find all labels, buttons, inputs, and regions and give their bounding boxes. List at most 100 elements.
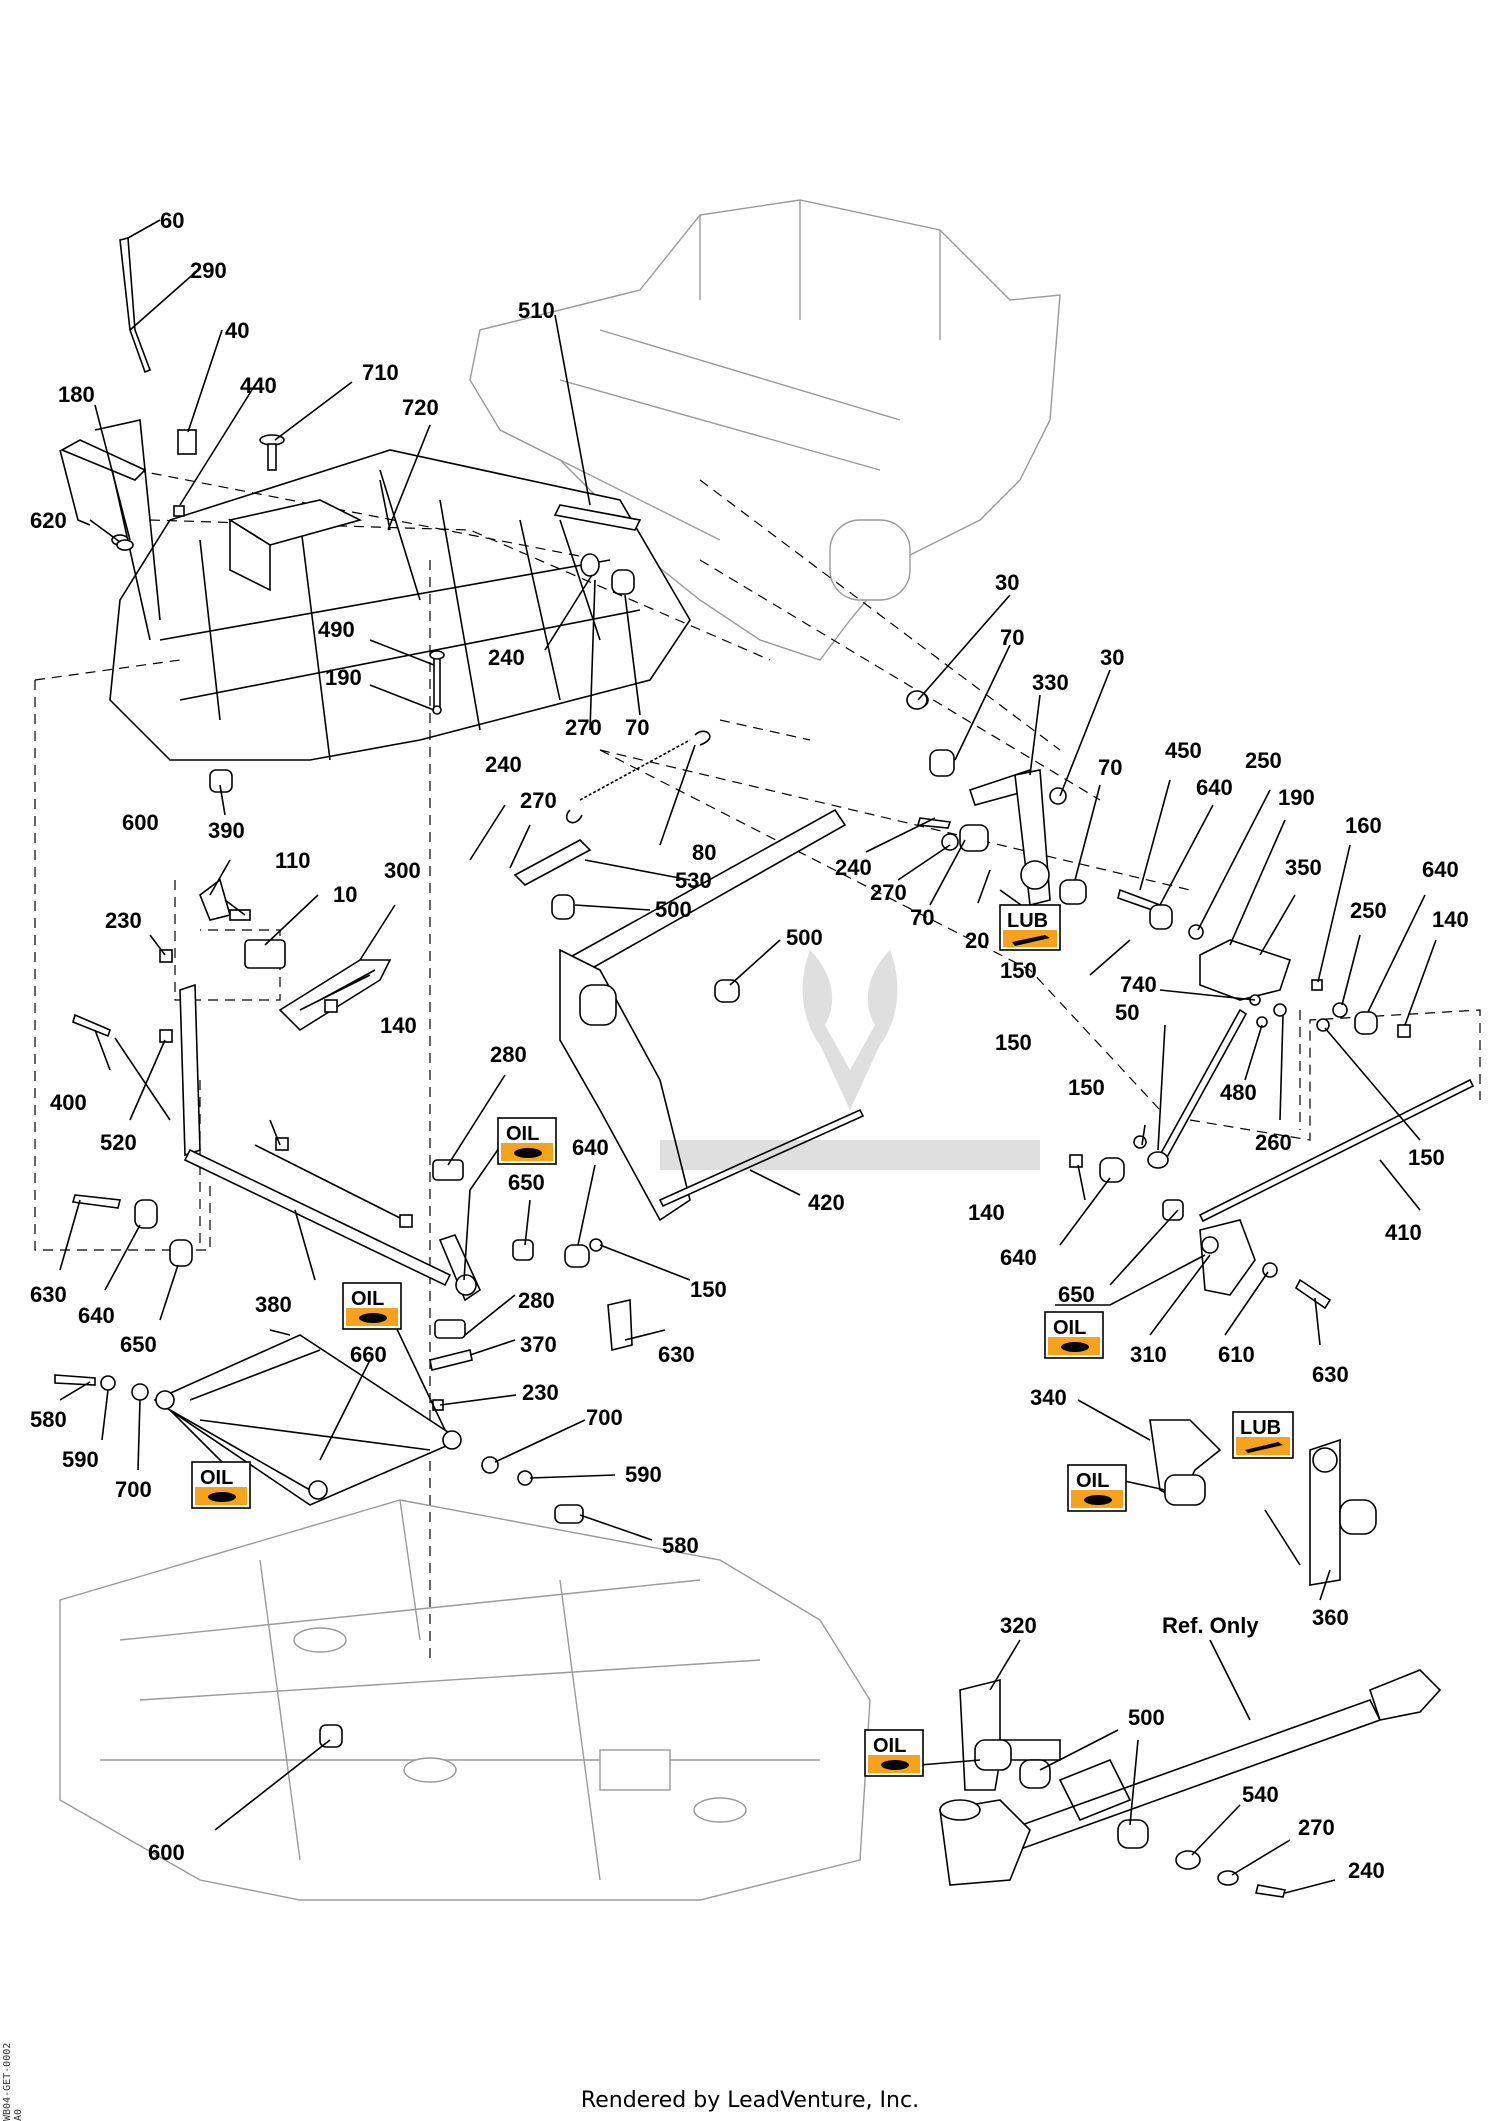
callout-660: 660 — [350, 1342, 387, 1367]
callout-10: 10 — [333, 882, 357, 907]
callout-310: 310 — [1130, 1342, 1167, 1367]
callout-ref-only: Ref. Only — [1162, 1613, 1259, 1638]
callout-600-a: 600 — [122, 810, 159, 835]
callout-270-a: 270 — [565, 715, 602, 740]
callout-540: 540 — [1242, 1782, 1279, 1807]
callout-650-c: 650 — [1058, 1282, 1095, 1307]
rendered-by-footer: Rendered by LeadVenture, Inc. — [580, 2088, 920, 2113]
svg-text:OIL: OIL — [1053, 1317, 1086, 1339]
svg-text:OIL: OIL — [873, 1735, 906, 1757]
callout-630-a: 630 — [30, 1282, 67, 1307]
callout-360: 360 — [1312, 1605, 1349, 1630]
callout-270-d: 270 — [1298, 1815, 1335, 1840]
callout-190-b: 190 — [1278, 785, 1315, 810]
oil-badge-4: OIL — [1044, 1311, 1104, 1359]
callout-70-a: 70 — [625, 715, 649, 740]
callout-160: 160 — [1345, 813, 1382, 838]
callout-710: 710 — [362, 360, 399, 385]
callout-590-b: 590 — [625, 1462, 662, 1487]
oil-badge-1: OIL — [497, 1117, 557, 1165]
callout-150-b: 150 — [1408, 1145, 1445, 1170]
callout-700-a: 700 — [115, 1477, 152, 1502]
callout-110: 110 — [275, 848, 311, 873]
callout-40: 40 — [225, 318, 249, 343]
callout-420: 420 — [808, 1190, 845, 1215]
callout-240-b: 240 — [485, 752, 522, 777]
callout-270-c: 270 — [870, 880, 907, 905]
callout-640-a: 640 — [1196, 775, 1233, 800]
callout-490: 490 — [318, 617, 355, 642]
callout-320: 320 — [1000, 1613, 1037, 1638]
callout-440: 440 — [240, 373, 277, 398]
callout-150-e: 150 — [995, 1030, 1032, 1055]
callout-30-a: 30 — [995, 570, 1019, 595]
callout-300: 300 — [384, 858, 421, 883]
main-frame — [94, 199, 1061, 761]
leadventure-watermark-icon — [660, 950, 1040, 1170]
callout-140-c: 140 — [968, 1200, 1005, 1225]
leader-lines — [59, 219, 1437, 1894]
callout-370: 370 — [520, 1332, 557, 1357]
callout-190-a: 190 — [325, 665, 362, 690]
oil-badge-2: OIL — [342, 1282, 402, 1330]
callout-260: 260 — [1255, 1130, 1292, 1155]
callout-150-d: 150 — [1068, 1075, 1105, 1100]
callout-580-b: 580 — [662, 1533, 699, 1558]
mower-deck — [59, 1499, 871, 1901]
callout-600-b: 600 — [148, 1840, 185, 1865]
callout-140-b: 140 — [380, 1013, 417, 1038]
svg-text:OIL: OIL — [1076, 1470, 1109, 1492]
callout-230-a: 230 — [105, 908, 142, 933]
callout-650-a: 650 — [508, 1170, 545, 1195]
callout-390: 390 — [208, 818, 245, 843]
callout-510: 510 — [518, 298, 555, 323]
callout-20: 20 — [965, 928, 989, 953]
callout-70-c: 70 — [910, 905, 934, 930]
callout-650-b: 650 — [120, 1332, 157, 1357]
callout-280-a: 280 — [490, 1042, 527, 1067]
callout-80: 80 — [692, 840, 716, 865]
callout-640-d: 640 — [1000, 1245, 1037, 1270]
callout-580-a: 580 — [30, 1407, 67, 1432]
callout-590-a: 590 — [62, 1447, 99, 1472]
callout-150-a: 150 — [1000, 958, 1037, 983]
lubrication-badges: LUB OIL OIL OIL OIL — [191, 904, 1294, 1777]
oil-badge-6: OIL — [864, 1729, 924, 1777]
callout-380: 380 — [255, 1292, 292, 1317]
svg-text:OIL: OIL — [200, 1467, 233, 1489]
callout-240-d: 240 — [1348, 1858, 1385, 1883]
callout-50: 50 — [1115, 1000, 1139, 1025]
callout-70-d: 70 — [1098, 755, 1122, 780]
callout-240-a: 240 — [488, 645, 525, 670]
svg-text:LUB: LUB — [1007, 910, 1048, 932]
oil-badge-5: OIL — [1067, 1464, 1127, 1512]
svg-text:OIL: OIL — [351, 1288, 384, 1310]
callout-740: 740 — [1120, 972, 1157, 997]
callout-250-a: 250 — [1245, 748, 1282, 773]
callout-630-b: 630 — [658, 1342, 695, 1367]
callout-500-c: 500 — [1128, 1705, 1165, 1730]
callout-640-c: 640 — [572, 1135, 609, 1160]
callout-330: 330 — [1032, 670, 1069, 695]
callout-720: 720 — [402, 395, 439, 420]
callout-640-e: 640 — [78, 1303, 115, 1328]
callout-30-b: 30 — [1100, 645, 1124, 670]
callout-500-a: 500 — [655, 897, 692, 922]
svg-text:OIL: OIL — [506, 1123, 539, 1145]
callout-480: 480 — [1220, 1080, 1257, 1105]
callout-410: 410 — [1385, 1220, 1422, 1245]
oil-badge-3: OIL — [191, 1461, 251, 1509]
callout-630-c: 630 — [1312, 1362, 1349, 1387]
callout-180: 180 — [58, 382, 95, 407]
svg-text:LUB: LUB — [1240, 1417, 1281, 1439]
callout-450: 450 — [1165, 738, 1202, 763]
callout-400: 400 — [50, 1090, 87, 1115]
callout-240-c: 240 — [835, 855, 872, 880]
callout-620: 620 — [30, 508, 67, 533]
callout-340: 340 — [1030, 1385, 1067, 1410]
callout-270-b: 270 — [520, 788, 557, 813]
lub-badge-2: LUB — [1232, 1411, 1294, 1459]
callout-290: 290 — [190, 258, 227, 283]
callout-500-b: 500 — [786, 925, 823, 950]
